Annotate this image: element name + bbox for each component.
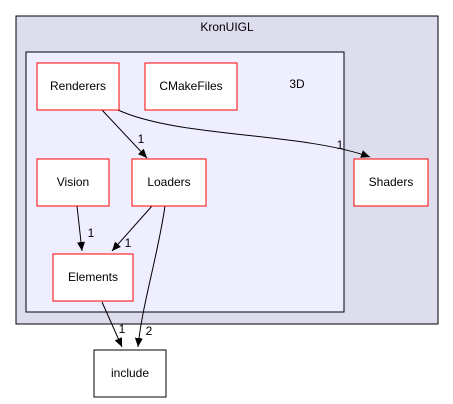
node-shaders-label: Shaders (369, 175, 414, 189)
node-elements-box (52, 253, 134, 302)
node-loaders[interactable]: Loaders (131, 158, 207, 207)
node-renderers-label: Renderers (50, 79, 106, 93)
node-elements-label: Elements (68, 270, 118, 284)
edges: 1 1 1 1 1 2 (76, 109, 371, 348)
cluster-3d-label: 3D (289, 77, 305, 91)
node-loaders-box (131, 158, 207, 207)
node-cmakefiles[interactable]: CMakeFiles (144, 62, 238, 111)
edge-label-vision-elements: 1 (88, 226, 95, 240)
node-cmakefiles-label: CMakeFiles (159, 79, 222, 93)
edge-label-elements-include: 1 (119, 322, 126, 336)
node-elements[interactable]: Elements (52, 253, 134, 302)
edge-renderers-loaders (101, 109, 148, 159)
edge-label-renderers-loaders: 1 (138, 132, 145, 146)
node-include[interactable]: include (93, 349, 167, 398)
edge-label-loaders-elements: 1 (125, 236, 132, 250)
node-shaders-box (353, 158, 429, 207)
node-cmakefiles-box (144, 62, 238, 111)
edge-elements-include (101, 301, 123, 348)
node-shaders[interactable]: Shaders (353, 158, 429, 207)
node-renderers-box (36, 62, 120, 111)
node-vision[interactable]: Vision (36, 158, 110, 207)
edge-renderers-shaders (117, 109, 371, 158)
node-include-box (93, 349, 167, 398)
node-renderers[interactable]: Renderers (36, 62, 120, 111)
edge-loaders-elements (111, 205, 153, 252)
cluster-kronuigl-label: KronUIGL (200, 20, 254, 34)
edge-loaders-include (134, 205, 166, 348)
node-vision-box (36, 158, 110, 207)
node-loaders-label: Loaders (147, 175, 190, 189)
edge-vision-elements (76, 205, 85, 252)
node-include-label: include (111, 366, 149, 380)
edge-label-renderers-shaders: 1 (337, 138, 344, 152)
edge-label-loaders-include: 2 (146, 324, 153, 338)
node-vision-label: Vision (57, 175, 89, 189)
